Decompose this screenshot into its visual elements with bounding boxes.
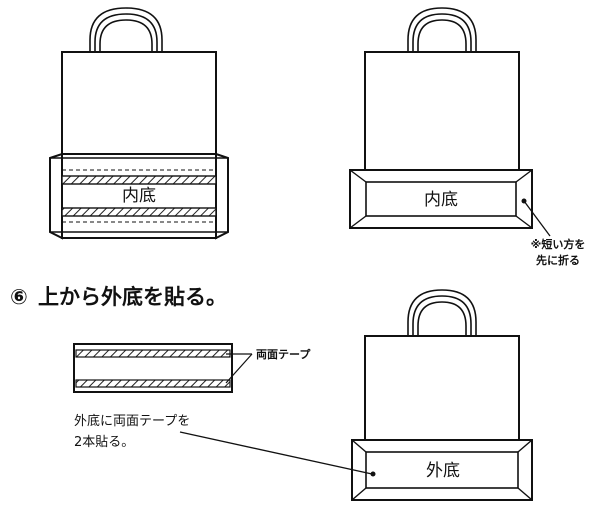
tape-strip bbox=[75, 379, 231, 388]
tape-note-line2: 2本貼る。 bbox=[74, 435, 134, 450]
bag-handle bbox=[407, 7, 477, 58]
tape-strip bbox=[61, 175, 217, 185]
bag-outer-bottom bbox=[351, 289, 533, 501]
bag-handle bbox=[407, 289, 477, 342]
folded-bottom-inner bbox=[365, 181, 517, 217]
bottom-flap-left bbox=[49, 152, 63, 240]
tape-leader-line bbox=[225, 353, 253, 384]
fold-leader-line bbox=[523, 200, 551, 237]
inner-bottom-label: 内底 bbox=[424, 190, 458, 210]
outer-bottom-pointer-dot bbox=[370, 471, 376, 477]
tape-label: 両面テープ bbox=[256, 347, 311, 361]
fold-note-line1: ※短い方を bbox=[531, 237, 586, 251]
outer-bottom-inner bbox=[365, 451, 519, 489]
bag-inner-bottom-folded bbox=[349, 7, 533, 229]
outer-bottom-board bbox=[73, 343, 233, 393]
bag-bottom-panel bbox=[61, 153, 217, 239]
bag-body bbox=[364, 335, 520, 441]
bag-body bbox=[364, 51, 520, 171]
tape-strip bbox=[75, 349, 231, 358]
tape-note-line1: 外底に両面テープを bbox=[74, 413, 190, 429]
tape-strip bbox=[61, 207, 217, 217]
outer-bottom-leader-line bbox=[179, 431, 373, 475]
fold-note-line2: 先に折る bbox=[536, 253, 580, 267]
inner-bottom-label: 内底 bbox=[122, 186, 156, 206]
outer-bottom-label: 外底 bbox=[426, 461, 460, 481]
bag-handle bbox=[89, 7, 163, 58]
step-title: 上から外底を貼る。 bbox=[38, 285, 227, 309]
step-number: ⑥ bbox=[10, 285, 28, 309]
bag-body bbox=[61, 51, 217, 155]
bag-inner-bottom-taped bbox=[49, 7, 229, 240]
bottom-flap-right bbox=[215, 152, 229, 240]
